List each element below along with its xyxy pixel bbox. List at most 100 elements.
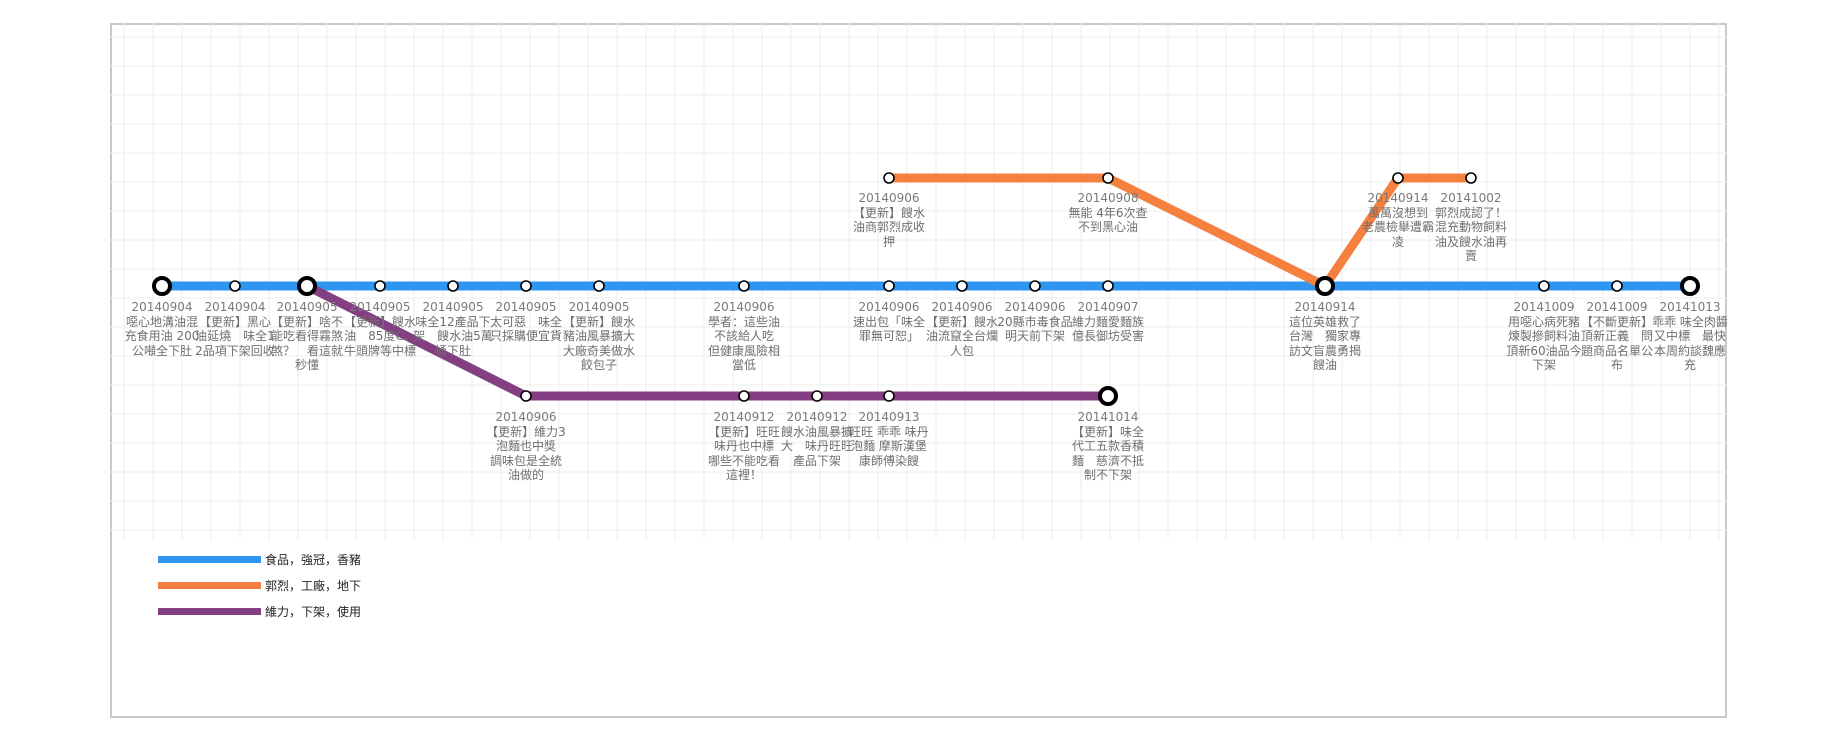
legend-label: 食品，強冠，香豬 <box>265 552 362 567</box>
station-text: 這位英雄救了台灣 獨家專訪文盲農勇揭餿油 <box>1288 314 1361 373</box>
station-date: 20140906 <box>495 410 557 424</box>
station-label: 20141014【更新】味全代工五款香積麵 慈濟不抵制不下架 <box>1068 410 1148 483</box>
station-text: 維力麵愛麵族億長御坊受害 <box>1071 314 1144 344</box>
station-node <box>297 276 317 296</box>
legend-swatch-blue <box>158 555 261 563</box>
station-date: 20140905 <box>422 300 484 314</box>
station-date: 20140904 <box>204 300 266 314</box>
station-node <box>1315 276 1335 296</box>
station-node <box>1611 280 1623 292</box>
station-date: 20140905 <box>495 300 557 314</box>
station-date: 20141002 <box>1440 191 1502 205</box>
station-text: 【更新】維力3泡麵也中獎 調味包是全統油做的 <box>486 424 569 483</box>
station-text: 【更新】餿水油 85度C、牛頭牌等中標 <box>343 314 416 358</box>
station-text: 【更新】餿水油商郭烈成收押 <box>852 205 925 249</box>
station-text: 【更新】味全代工五款香積麵 慈濟不抵制不下架 <box>1071 424 1144 483</box>
station-node <box>520 280 532 292</box>
station-text: 太可惡 味全只採購便宜貨 <box>489 314 562 344</box>
station-node <box>811 390 823 402</box>
station-node <box>738 390 750 402</box>
station-date: 20140906 <box>1004 300 1066 314</box>
station-date: 20141009 <box>1513 300 1575 314</box>
station-text: 【更新】啥不能吃看得霧煞煞？ 看這就秒懂 <box>270 314 343 373</box>
station-text: 味全12產品下架 餿水油5萬桶下肚 <box>413 314 493 358</box>
station-node <box>883 390 895 402</box>
station-text: 速出包「味全罪無可恕」 <box>852 314 925 344</box>
station-date: 20140912 <box>713 410 775 424</box>
station-node <box>883 172 895 184</box>
station-text: 【更新】餿水油流竄全台爛人包 <box>925 314 998 358</box>
station-node <box>738 280 750 292</box>
legend-label: 郭烈，工廠，地下 <box>265 578 362 593</box>
station-label: 20140912【更新】旺旺味丹也中標 哪些不能吃看這裡！ <box>704 410 787 483</box>
station-text: 【更新】旺旺味丹也中標 哪些不能吃看這裡！ <box>707 424 787 483</box>
station-date: 20140914 <box>1367 191 1429 205</box>
station-text: 郭烈成認了！ 混充動物飼料油及餿水油再賣 <box>1434 205 1519 264</box>
legend-item-purple: 維力，下架，使用 <box>158 598 361 624</box>
station-node <box>1098 386 1118 406</box>
legend-item-blue: 食品，強冠，香豬 <box>158 546 361 572</box>
station-label: 20140906【更新】維力3泡麵也中獎 調味包是全統油做的 <box>486 410 569 483</box>
station-date: 20141014 <box>1077 410 1139 424</box>
station-node <box>883 280 895 292</box>
station-label: 20140906【更新】餿水油流竄全台爛人包 <box>922 300 1002 358</box>
station-label: 20140905【更新】餿水油 85度C、牛頭牌等中標 <box>340 300 420 358</box>
station-text: 無能 4年6次查不到黑心油 <box>1068 205 1148 235</box>
station-text: 萬萬沒想到 老農檢舉遭霸凌 <box>1361 205 1441 249</box>
station-date: 20140906 <box>713 300 775 314</box>
station-text: 旺旺 乖乖 味丹 泡麵 摩斯漢堡 康師傅染餿 <box>849 424 941 468</box>
station-text: 用噁心病死豬煉製摻飼料油 頂新60油品今下架 <box>1506 314 1592 373</box>
station-node <box>1102 280 1114 292</box>
station-date: 20140914 <box>1294 300 1356 314</box>
station-text: 【更新】餿水豬油風暴擴大 大廠奇美做水餃包子 <box>562 314 647 373</box>
station-node <box>152 276 172 296</box>
legend-swatch-purple <box>158 607 261 615</box>
station-date: 20140907 <box>1077 300 1139 314</box>
station-node <box>1102 172 1114 184</box>
station-date: 20140905 <box>349 300 411 314</box>
station-date: 20140906 <box>931 300 993 314</box>
station-date: 20140913 <box>858 410 920 424</box>
legend: 食品，強冠，香豬 郭烈，工廠，地下 維力，下架，使用 <box>158 546 361 624</box>
station-date: 20140908 <box>1077 191 1139 205</box>
station-node <box>229 280 241 292</box>
station-date: 20141013 <box>1659 300 1721 314</box>
station-label: 20140906【更新】餿水油商郭烈成收押 <box>849 191 929 249</box>
station-date: 20140905 <box>276 300 338 314</box>
station-node <box>447 280 459 292</box>
station-node <box>1538 280 1550 292</box>
station-date: 20141009 <box>1586 300 1648 314</box>
station-node <box>593 280 605 292</box>
station-node <box>1465 172 1477 184</box>
station-date: 20140906 <box>858 300 920 314</box>
station-date: 20140906 <box>858 191 920 205</box>
station-node <box>1392 172 1404 184</box>
legend-item-orange: 郭烈，工廠，地下 <box>158 572 361 598</box>
station-node <box>374 280 386 292</box>
station-label: 20140905【更新】餿水豬油風暴擴大 大廠奇美做水餃包子 <box>559 300 647 373</box>
station-text: 學者：這些油不該給人吃 但健康風險相當低 <box>707 314 787 373</box>
station-text: 乖乖 味全肉醬 又中標 最快本周約談魏應充 <box>1652 314 1740 373</box>
legend-swatch-orange <box>158 581 261 589</box>
station-node <box>956 280 968 292</box>
legend-label: 維力，下架，使用 <box>265 604 362 619</box>
station-text: 【更新】黑心油延燒 味全12品項下架回收 <box>195 314 275 358</box>
station-node <box>1029 280 1041 292</box>
station-label: 20140905【更新】啥不能吃看得霧煞煞？ 看這就秒懂 <box>267 300 347 373</box>
